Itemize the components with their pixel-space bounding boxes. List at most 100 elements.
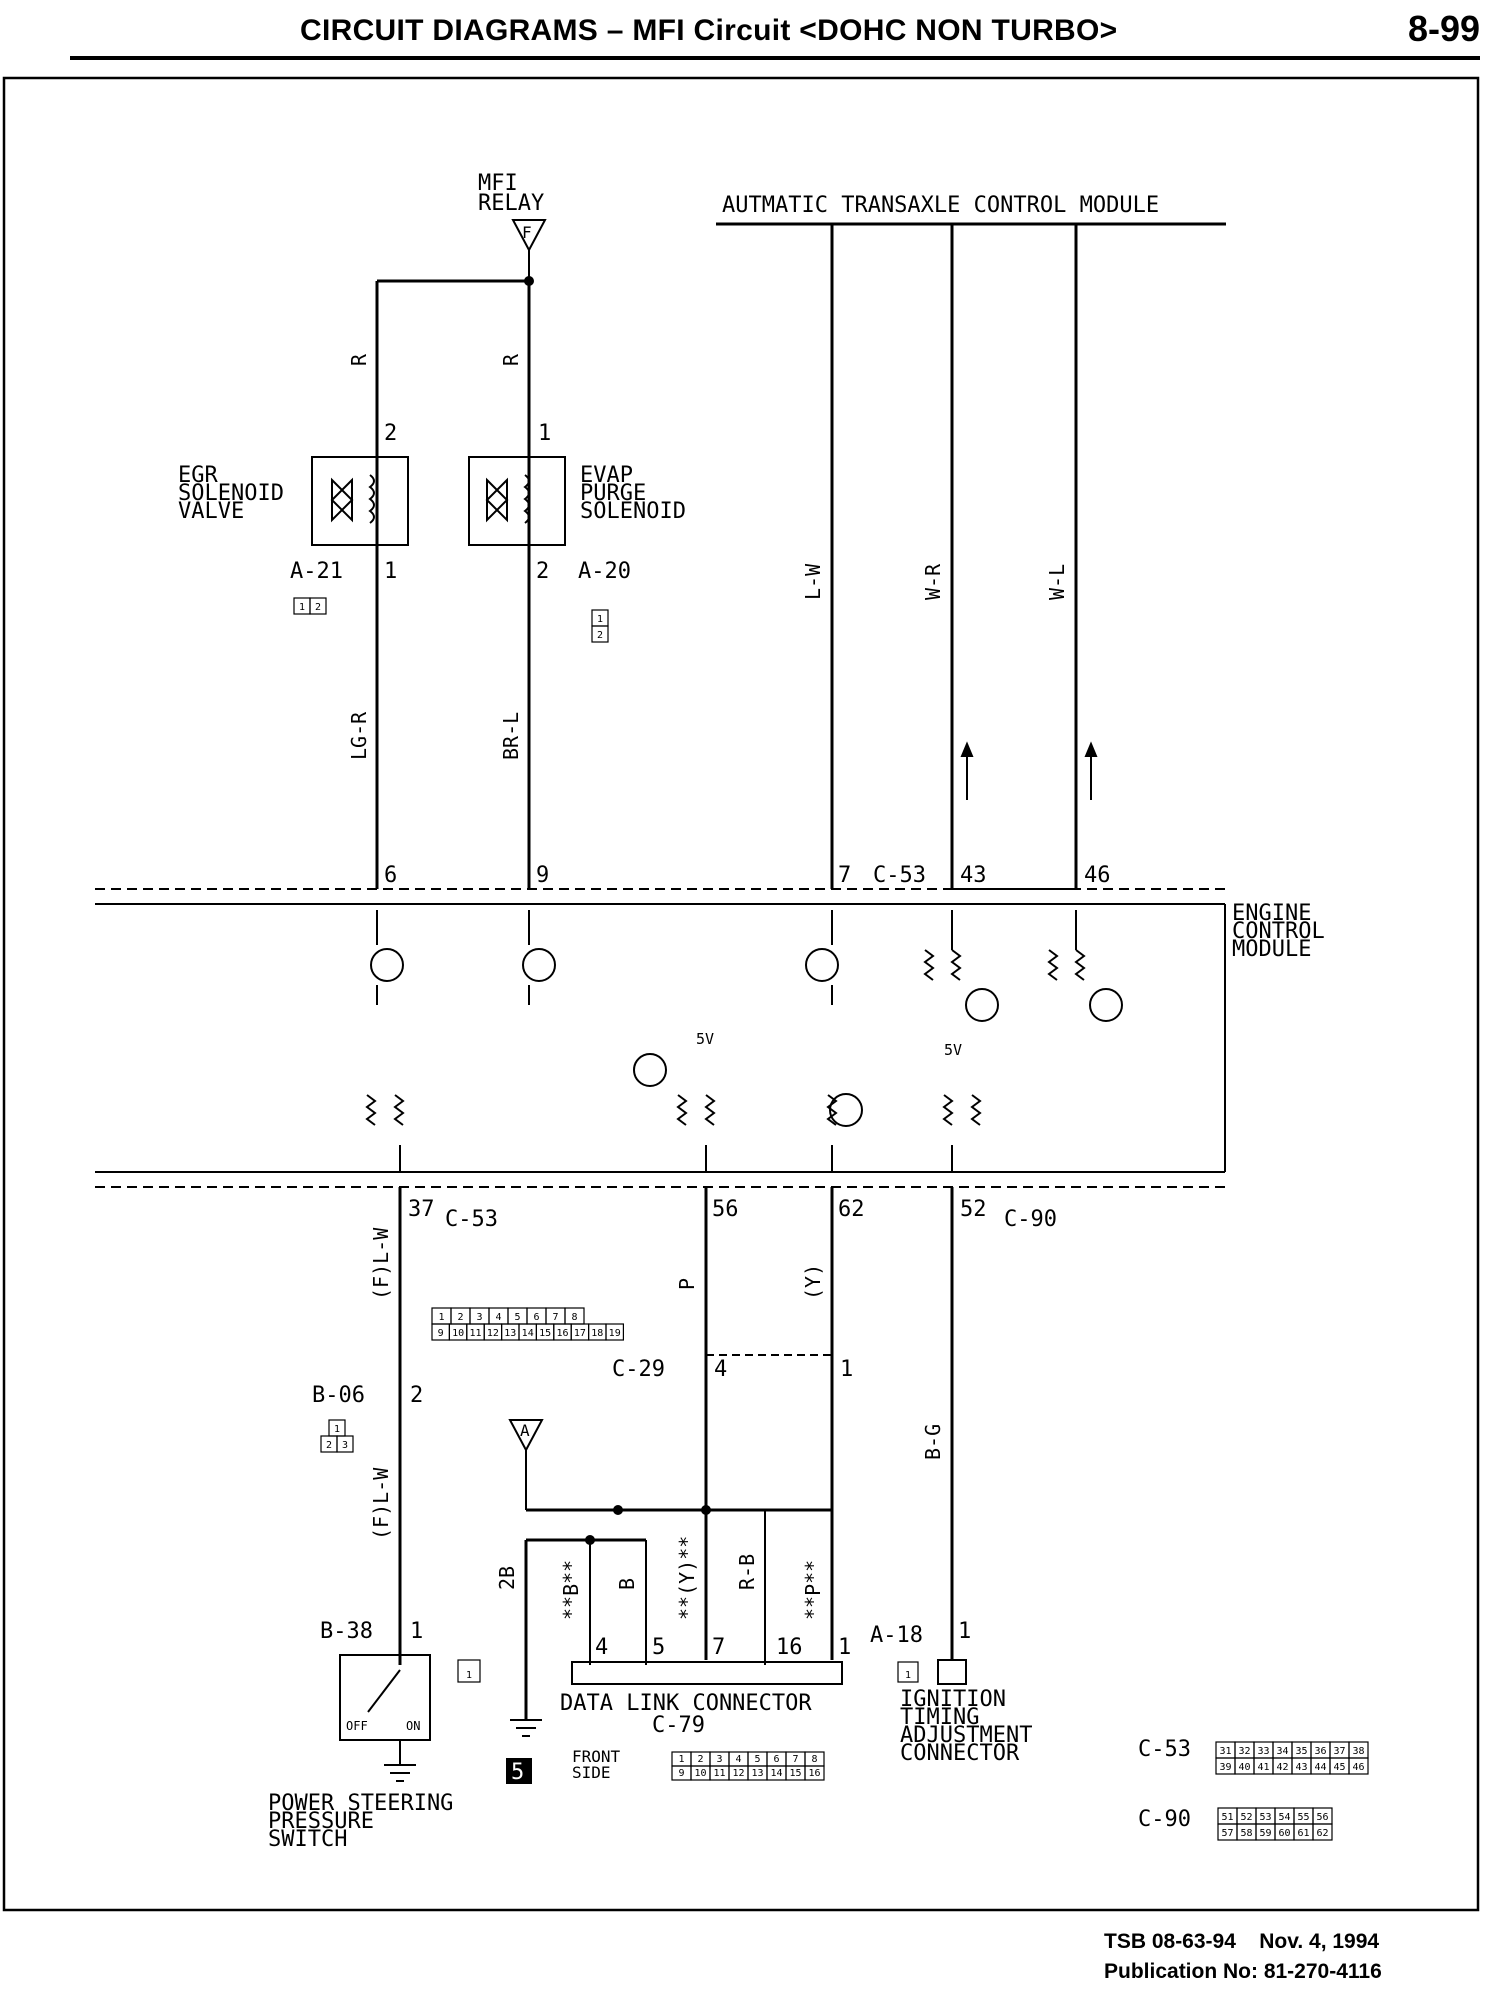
face-c53-bottom-cell — [1348, 1757, 1369, 1775]
pin-evap-top: 1 — [538, 421, 551, 446]
pin-b06: 2 — [410, 1383, 423, 1408]
front-side-2: SIDE — [572, 1763, 611, 1782]
pin-dlc-16: 16 — [776, 1635, 803, 1660]
wire-label-dlc-b: B — [615, 1578, 639, 1590]
face-c79-bottom-cell-label: 9 — [678, 1768, 684, 1779]
itac-label-2: TIMING — [900, 1705, 979, 1730]
page-number: 8-99 — [1407, 8, 1480, 49]
wire-label-atcm-46: W-L — [1045, 564, 1069, 600]
face-ecm-bottom-cell-label: 13 — [504, 1328, 516, 1339]
face-c90-bottom-cell-label: 62 — [1316, 1828, 1328, 1839]
face-ecm-bottom-cell-label: 17 — [574, 1328, 586, 1339]
mfi-relay-pin: F — [522, 223, 532, 242]
ground-ref-box — [506, 1758, 532, 1784]
wire-label-dlc-y-star: **(Y)** — [675, 1536, 699, 1620]
face-c79-top-cell-label: 2 — [697, 1754, 703, 1765]
dlc-id: C-79 — [652, 1713, 705, 1738]
ecm-transistor-6 — [370, 910, 404, 1005]
itac-label-3: ADJUSTMENT — [900, 1723, 1032, 1748]
face-a18-cell — [897, 1661, 919, 1683]
face-ecm-top-cell-label: 1 — [438, 1312, 444, 1323]
face-c79-bottom-cell-label: 13 — [751, 1768, 763, 1779]
header-rule — [70, 56, 1480, 60]
v5-label-1: 5V — [696, 1030, 714, 1048]
face-b06b-cell-label: 2 — [326, 1440, 332, 1451]
face-ecm-top-cell-label: 7 — [552, 1312, 558, 1323]
face-c90-bottom-cell-label: 59 — [1259, 1828, 1271, 1839]
pin-ecm-62: 62 — [838, 1197, 865, 1222]
face-c79-top-cell-label: 7 — [792, 1754, 798, 1765]
itac-label-4: CONNECTOR — [900, 1741, 1020, 1766]
wire-label-pin37-lower: (F)L-W — [369, 1467, 393, 1540]
face-b38-cell-label: 1 — [466, 1670, 472, 1681]
ecm-input-37 — [365, 1094, 405, 1172]
ecm-input-46 — [1047, 910, 1123, 1022]
face-a20b-cell-label: 2 — [597, 630, 603, 641]
face-c79-bottom-cell — [804, 1765, 825, 1781]
face-c90-bottom-cell — [1312, 1823, 1333, 1841]
pin-egr-top: 2 — [384, 421, 397, 446]
face-c53-bottom-cell-label: 46 — [1352, 1762, 1364, 1773]
pin-ecm-6: 6 — [384, 863, 397, 888]
face-c53-bottom-cell-label: 45 — [1333, 1762, 1345, 1773]
ground-ref: 5 — [511, 1760, 524, 1785]
connector-a21: A-21 — [290, 559, 343, 584]
connector-b38: B-38 — [320, 1619, 373, 1644]
face-c53-top-cell-label: 38 — [1352, 1746, 1364, 1757]
pin-evap-bottom: 2 — [536, 559, 549, 584]
face-c53-top-cell-label: 34 — [1276, 1746, 1288, 1757]
v5-label-2: 5V — [944, 1041, 962, 1059]
face-b06b-cell — [336, 1435, 354, 1453]
face-c53-top-cell-label: 36 — [1314, 1746, 1326, 1757]
face-c53-top-cell-label: 32 — [1238, 1746, 1250, 1757]
pin-ecm-56: 56 — [712, 1197, 739, 1222]
evap-label-2: PURGE — [580, 481, 646, 506]
connector-b06: B-06 — [312, 1383, 365, 1408]
face-ecm-top-cell-label: 8 — [571, 1312, 577, 1323]
face-c79-top-cell-label: 8 — [811, 1754, 817, 1765]
evap-label-3: SOLENOID — [580, 499, 686, 524]
pin-b38: 1 — [410, 1619, 423, 1644]
egr-label-2: SOLENOID — [178, 481, 284, 506]
connector-a18: A-18 — [870, 1623, 923, 1648]
face-c79-bottom-cell-label: 10 — [694, 1768, 706, 1779]
pin-c29-1: 1 — [840, 1357, 853, 1382]
ecm-label-3: MODULE — [1232, 937, 1311, 962]
page-title: CIRCUIT DIAGRAMS – MFI Circuit <DOHC NON… — [300, 14, 1118, 47]
face-c53-bottom-cell-label: 42 — [1276, 1762, 1288, 1773]
face-ecm-bottom-cell-label: 11 — [469, 1328, 481, 1339]
face-c79-top-cell-label: 5 — [754, 1754, 760, 1765]
wire-label-dlc-p-star: **P** — [801, 1560, 825, 1620]
face-c53-top-cell-label: 37 — [1333, 1746, 1345, 1757]
wire-label-pin62: (Y) — [801, 1264, 825, 1300]
face-c79-bottom-cell-label: 16 — [808, 1768, 820, 1779]
face-ecm-bottom-cell-label: 12 — [487, 1328, 499, 1339]
face-c79-bottom-cell-label: 14 — [770, 1768, 782, 1779]
face-c90-top-cell-label: 51 — [1221, 1812, 1233, 1823]
face-a18-cell-label: 1 — [905, 1670, 911, 1681]
connector-c29: C-29 — [612, 1357, 665, 1382]
face-c79-bottom-cell-label: 15 — [789, 1768, 801, 1779]
wire-label-pin37-upper: (F)L-W — [369, 1227, 393, 1300]
face-ecm-bottom-cell-label: 10 — [452, 1328, 464, 1339]
face-c53-top-cell-label: 33 — [1257, 1746, 1269, 1757]
face-c53-bottom-cell-label: 40 — [1238, 1762, 1250, 1773]
page-header: CIRCUIT DIAGRAMS – MFI Circuit <DOHC NON… — [70, 0, 1480, 60]
face-c79-bottom-cell-label: 12 — [732, 1768, 744, 1779]
face-c90-bottom-cell-label: 61 — [1297, 1828, 1309, 1839]
egr-valve-box — [311, 456, 409, 546]
ecm-input-62 — [826, 1093, 863, 1172]
face-c90-top-cell-label: 52 — [1240, 1812, 1252, 1823]
evap-label-1: EVAP — [580, 463, 633, 488]
pin-ecm-9: 9 — [536, 863, 549, 888]
face-ecm-bottom-cell — [605, 1323, 624, 1341]
face-b38-cell — [457, 1659, 481, 1683]
face-c79-top-cell-label: 6 — [773, 1754, 779, 1765]
ps-switch-box — [339, 1654, 431, 1741]
dlc-strip — [571, 1661, 843, 1685]
evap-solenoid-box — [468, 456, 566, 546]
face-ecm-top-cell-label: 4 — [495, 1312, 501, 1323]
face-a21-cell-label: 1 — [299, 602, 305, 613]
itac-label-1: IGNITION — [900, 1687, 1006, 1712]
